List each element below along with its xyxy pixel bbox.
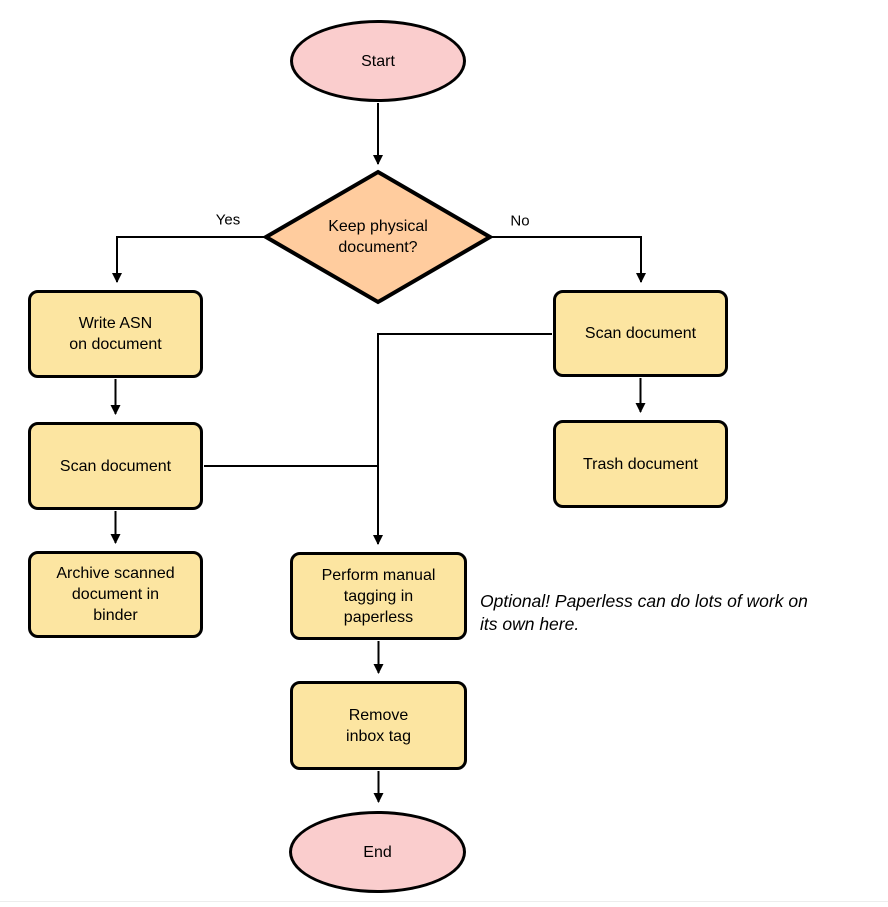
node-scan-document-right: Scan document bbox=[553, 290, 728, 377]
edge-scanright-tagging bbox=[373, 333, 552, 545]
node-remove-inbox-tag: Remove inbox tag bbox=[290, 681, 467, 770]
bottom-divider bbox=[0, 901, 888, 902]
node-start: Start bbox=[290, 20, 466, 102]
edge-label-yes: Yes bbox=[213, 211, 243, 229]
node-scan-document-left-label: Scan document bbox=[59, 457, 172, 475]
node-trash-document-label: Trash document bbox=[582, 455, 698, 473]
edge-label-no: No bbox=[508, 212, 532, 230]
diamond-shape bbox=[262, 169, 494, 305]
edge-decision-scanright-no bbox=[492, 236, 646, 283]
node-scan-document-right-label: Scan document bbox=[584, 325, 697, 342]
node-end: End bbox=[289, 811, 466, 893]
node-scan-document-left: Scan document bbox=[28, 422, 203, 510]
node-decision-label: Keep physical document? bbox=[328, 218, 428, 256]
node-remove-inbox-tag-label: Remove inbox tag bbox=[346, 706, 411, 745]
node-start-label: Start bbox=[361, 52, 395, 70]
node-decision: Keep physical document? bbox=[262, 169, 494, 305]
node-archive-binder-label: Archive scanned document in binder bbox=[56, 565, 175, 624]
node-write-asn: Write ASN on document bbox=[28, 290, 203, 378]
node-end-label: End bbox=[363, 843, 392, 861]
node-manual-tagging: Perform manual tagging in paperless bbox=[290, 552, 467, 640]
node-manual-tagging-label: Perform manual tagging in paperless bbox=[321, 566, 436, 626]
node-write-asn-label: Write ASN on document bbox=[69, 315, 162, 353]
node-archive-binder: Archive scanned document in binder bbox=[28, 551, 203, 638]
annotation-optional-note: Optional! Paperless can do lots of work … bbox=[480, 591, 808, 634]
edge-decision-writeasn-yes bbox=[112, 236, 264, 283]
node-trash-document: Trash document bbox=[553, 420, 728, 508]
